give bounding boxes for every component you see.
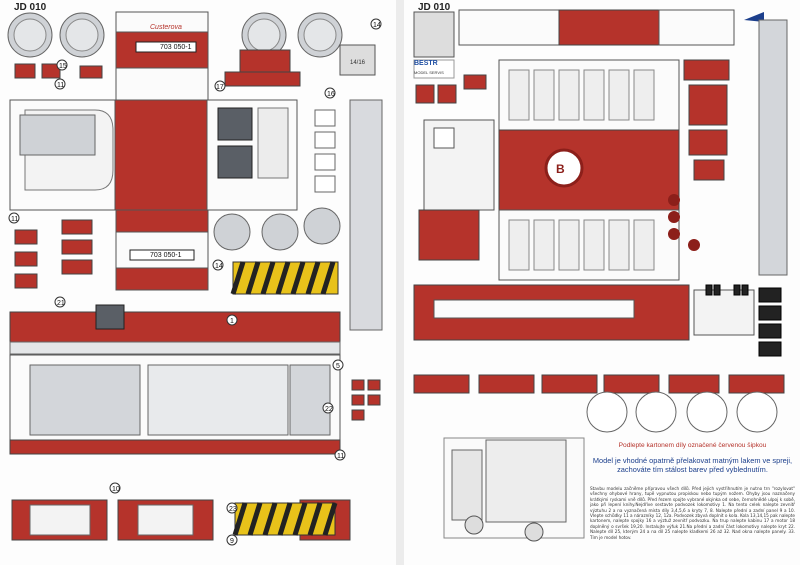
wheel-top-1 <box>7 12 53 58</box>
wheel-right-2 <box>635 391 677 433</box>
svg-text:11: 11 <box>57 82 64 89</box>
brand-logo: BESTR <box>414 60 438 67</box>
brand-subtitle: MODEL SERVIS <box>414 70 444 75</box>
svg-text:14: 14 <box>373 22 381 29</box>
left-page-id: JD 010 <box>14 2 47 13</box>
right-page: JD 010 B <box>404 0 800 565</box>
plate-top-label: 703 050-1 <box>160 44 192 51</box>
svg-text:16: 16 <box>327 91 335 98</box>
left-page: JD 010 <box>0 0 396 565</box>
wheel-top-3 <box>241 12 287 58</box>
wheel-right-3 <box>686 391 728 433</box>
wheel-fraction-label: 14/16 <box>350 60 366 66</box>
svg-text:11: 11 <box>11 216 18 223</box>
svg-text:1: 1 <box>230 318 234 325</box>
svg-text:23: 23 <box>229 506 237 513</box>
svg-text:11: 11 <box>337 453 344 460</box>
wheel-top-4 <box>297 12 343 58</box>
red-note: Podlepte kartonem díly označené červenou… <box>618 442 767 449</box>
wheel-mid-2 <box>261 213 299 251</box>
svg-text:22: 22 <box>325 406 333 413</box>
wheel-right-4 <box>736 391 778 433</box>
right-page-id: JD 010 <box>418 2 451 13</box>
left-parts-drawing: 15 11 14 17 16 11 14 1 21 5 22 11 10 23 … <box>7 11 383 546</box>
svg-text:21: 21 <box>57 300 65 307</box>
svg-text:15: 15 <box>59 63 67 70</box>
svg-text:17: 17 <box>216 84 224 91</box>
assembly-text: Stavbu modelu začněme přípravou všech dí… <box>590 486 795 540</box>
loco-script-label: Custerova <box>150 24 182 31</box>
right-parts-drawing: B <box>413 9 788 542</box>
svg-text:10: 10 <box>112 486 120 493</box>
svg-text:14: 14 <box>215 263 223 270</box>
wheel-mid-1 <box>213 213 251 251</box>
blue-note: Model je vhodné opatrně přelakovat matný… <box>592 456 793 474</box>
wheel-right-1 <box>586 391 628 433</box>
svg-text:5: 5 <box>336 363 340 370</box>
plate-bottom-label: 703 050-1 <box>150 252 182 259</box>
wheel-top-2 <box>59 12 105 58</box>
wheel-mid-3 <box>303 207 341 245</box>
svg-text:B: B <box>556 162 565 176</box>
svg-text:9: 9 <box>230 538 234 545</box>
